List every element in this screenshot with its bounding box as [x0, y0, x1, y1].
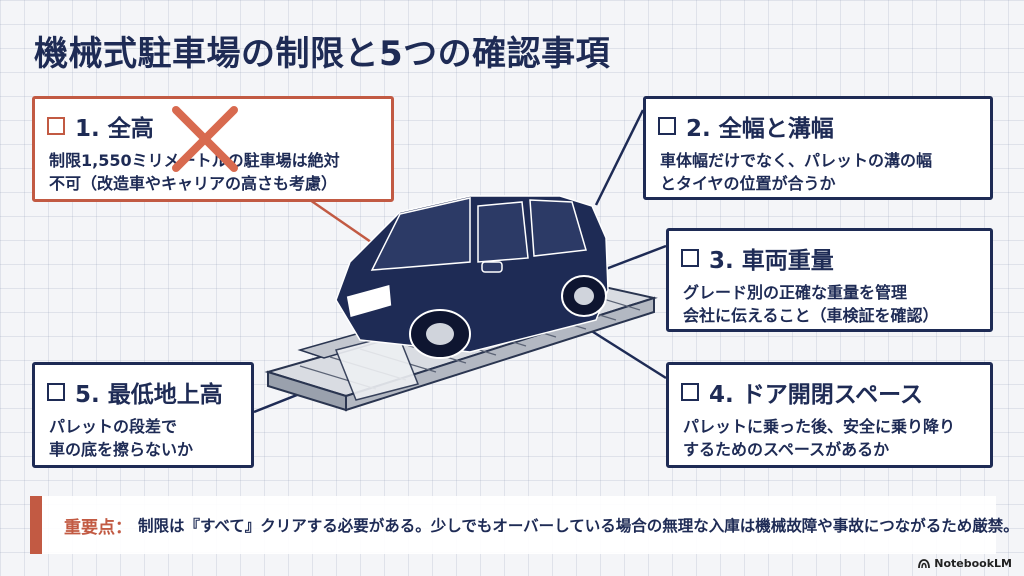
check-item-title: 2. 全幅と溝幅 — [686, 116, 834, 142]
check-item-line: するためのスペースがあるか — [683, 440, 890, 460]
check-item-line: 制限1,550ミリメートルの駐車場は絶対 — [49, 151, 340, 170]
important-note: 重要点： 制限は『すべて』クリアする必要がある。少しでもオーバーしている場合の無… — [30, 496, 1019, 554]
check-item-line: 車体幅だけでなく、パレットの溝の幅 — [660, 151, 933, 170]
check-box-icon — [658, 117, 676, 135]
check-item-line: パレットに乗った後、安全に乗り降り — [683, 417, 956, 436]
note-text: 制限は『すべて』クリアする必要がある。少しでもオーバーしている場合の無理な入庫は… — [138, 517, 1019, 535]
check-item-line: グレード別の正確な重量を管理 — [683, 283, 908, 302]
check-box-icon — [47, 117, 65, 135]
check-item-line: とタイヤの位置が合うか — [660, 174, 836, 194]
check-item-line: 不可（改造車やキャリアの高さも考慮） — [49, 174, 338, 194]
check-item-title: 5. 最低地上高 — [75, 382, 223, 408]
check-box-icon — [681, 383, 699, 401]
brand-name: NotebookLM — [934, 557, 1012, 570]
check-item-title: 3. 車両重量 — [709, 248, 834, 274]
check-item-title: 1. 全高 — [75, 116, 154, 142]
x-mark-icon — [172, 106, 238, 172]
check-item-ground-clearance: 5. 最低地上高 パレットの段差で 車の底を擦らないか — [32, 362, 254, 468]
connector-weight — [597, 244, 667, 274]
connector-door — [589, 328, 667, 380]
check-item-title: 4. ドア開閉スペース — [709, 382, 923, 408]
check-box-icon — [47, 383, 65, 401]
connector-width — [594, 109, 645, 206]
check-item-line: 会社に伝えること（車検証を確認） — [683, 306, 939, 326]
brand-badge: NotebookLM — [918, 557, 1012, 570]
check-item-width: 2. 全幅と溝幅 車体幅だけでなく、パレットの溝の幅 とタイヤの位置が合うか — [643, 96, 993, 200]
car-illustration — [335, 195, 609, 359]
page-title: 機械式駐車場の制限と5つの確認事項 — [34, 34, 611, 74]
check-box-icon — [681, 249, 699, 267]
note-label: 重要点： — [64, 517, 132, 538]
check-item-door-space: 4. ドア開閉スペース パレットに乗った後、安全に乗り降り するためのスペースが… — [666, 362, 993, 468]
check-item-line: パレットの段差で — [49, 417, 178, 436]
check-item-weight: 3. 車両重量 グレード別の正確な重量を管理 会社に伝えること（車検証を確認） — [666, 228, 993, 332]
check-item-line: 車の底を擦らないか — [49, 440, 194, 460]
notebooklm-logo-icon — [918, 558, 931, 568]
